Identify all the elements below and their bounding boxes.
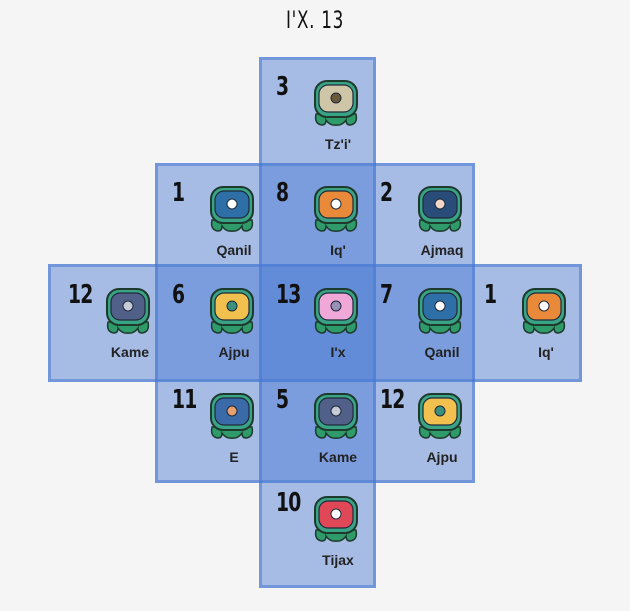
day-number: 11 [172,385,197,415]
day-number: 12 [68,280,93,310]
tijax-day-glyph-icon [310,494,362,544]
day-name: Tz'i' [324,136,352,152]
ajpu-day-glyph-icon [414,391,466,441]
day-name: Ajpu [426,449,458,465]
day-number: 1 [484,280,497,310]
ajpu-day-glyph-icon [206,286,258,336]
day-name: Qanil [424,344,460,360]
day-number: 10 [276,488,301,518]
day-number: 13 [276,280,301,310]
day-number: 5 [276,385,289,415]
day-name: Iq' [330,242,346,258]
day-number: 7 [380,280,393,310]
day-name: Tijax [322,552,354,568]
day-name: Ajmaq [420,242,464,258]
kame-day-glyph-icon [102,286,154,336]
day-number: 1 [172,178,185,208]
tzii-day-glyph-icon [310,78,362,128]
kame-day-glyph-icon [310,391,362,441]
iq-day-glyph-icon [518,286,570,336]
day-number: 2 [380,178,393,208]
day-name: Iq' [538,344,554,360]
day-number: 3 [276,72,289,102]
day-name: Qanil [216,242,252,258]
qanil-day-glyph-icon [206,184,258,234]
iq-day-glyph-icon [310,184,362,234]
e-day-glyph-icon [206,391,258,441]
day-name: Kame [318,449,358,465]
day-name: E [229,449,239,465]
day-name: Kame [110,344,150,360]
day-number: 8 [276,178,289,208]
day-name: Ajpu [218,344,250,360]
day-number: 12 [380,385,405,415]
ix-day-glyph-icon [310,286,362,336]
qanil-day-glyph-icon [414,286,466,336]
day-number: 6 [172,280,185,310]
day-name: I'x [330,344,346,360]
ajmaq-day-glyph-icon [414,184,466,234]
page-title: I'X. 13 [285,6,345,34]
